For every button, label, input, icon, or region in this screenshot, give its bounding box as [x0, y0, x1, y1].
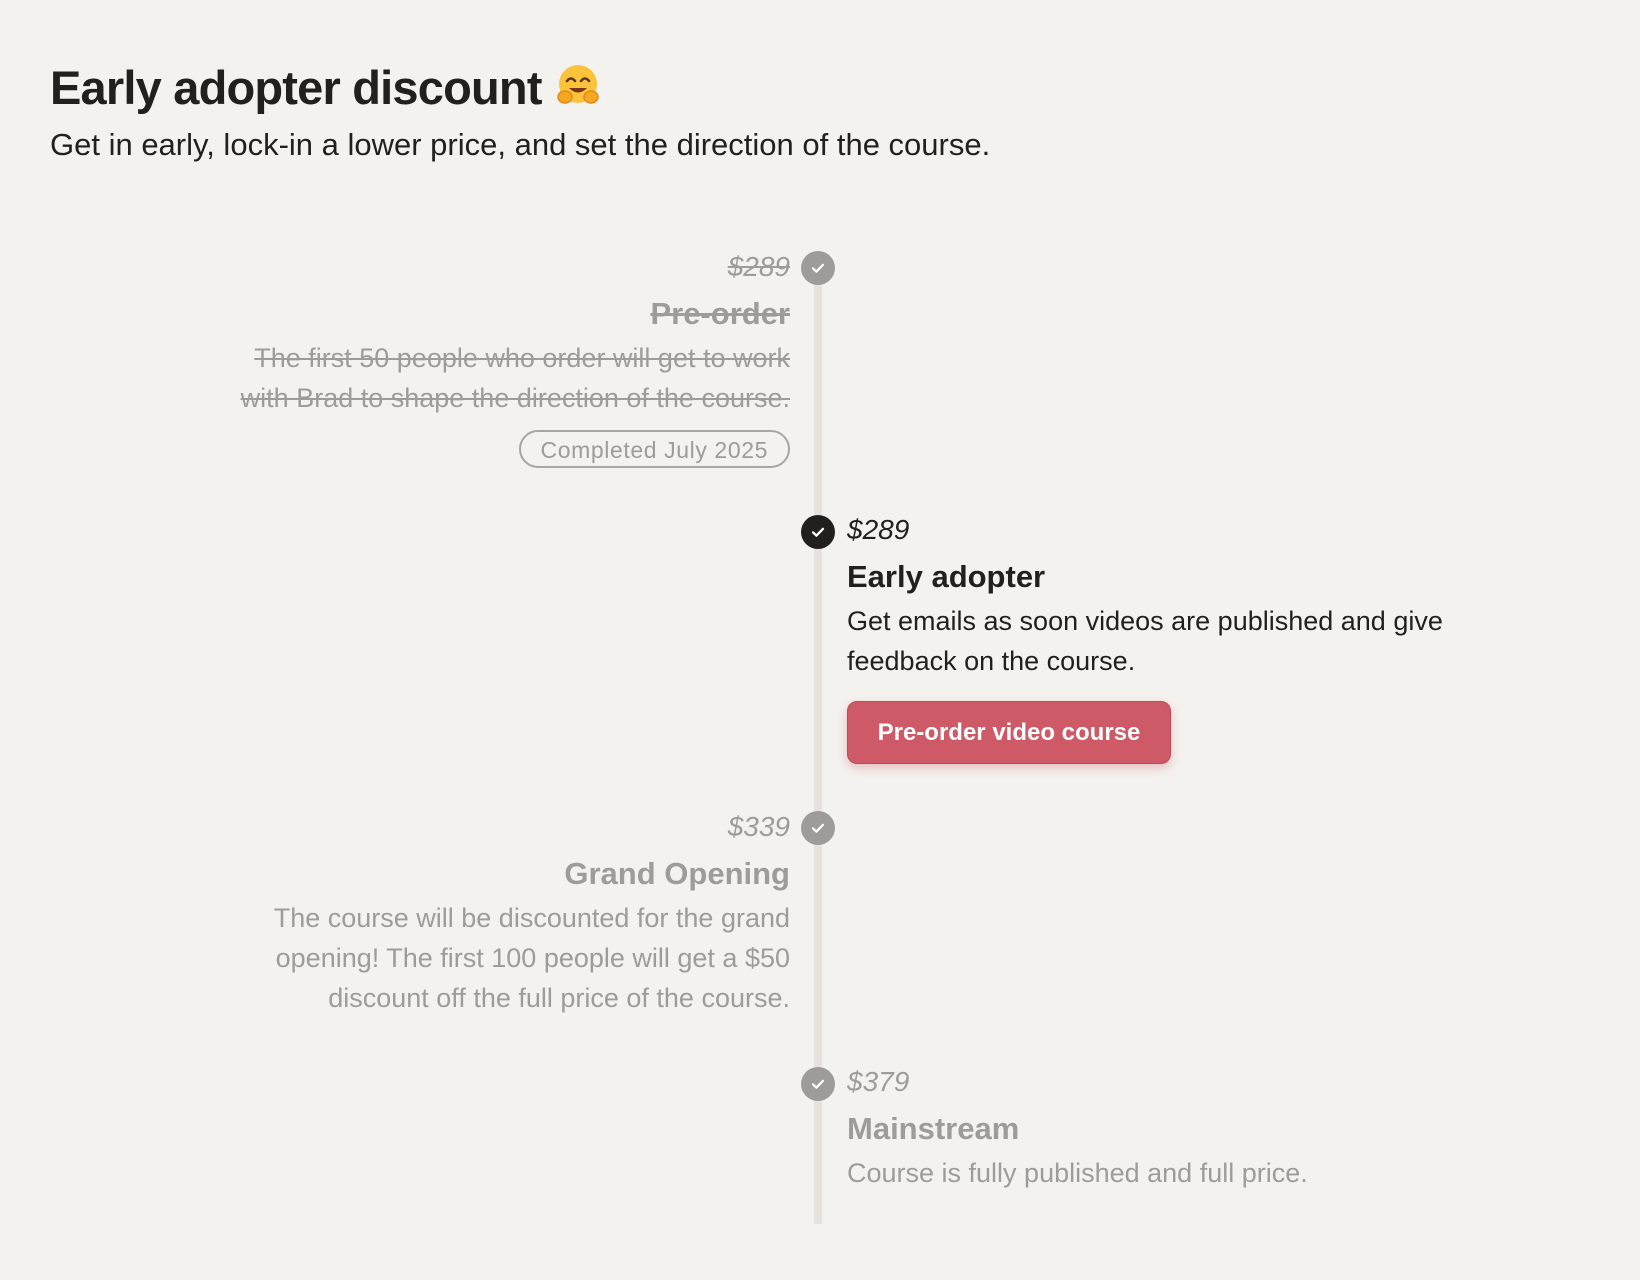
page-title: Early adopter discount: [50, 56, 602, 126]
step-description: Course is fully published and full price…: [847, 1158, 1308, 1188]
page-title-text: Early adopter discount: [50, 61, 542, 114]
step-name: Mainstream: [847, 1111, 1020, 1146]
pre-order-video-course-button[interactable]: Pre-order video course: [847, 701, 1171, 764]
step-description: The course will be discounted for the gr…: [273, 903, 790, 1013]
step-price: $339: [727, 811, 790, 842]
step-name: Pre-order: [650, 296, 790, 331]
check-circle-icon: [801, 515, 835, 549]
step-name: Early adopter: [847, 559, 1046, 594]
check-circle-icon: [801, 1067, 835, 1101]
timeline-step-grand-opening: $339 Grand Opening The course will be di…: [30, 810, 790, 1018]
step-name: Grand Opening: [564, 856, 790, 891]
timeline-step-pre-order: $289 Pre-order The first 50 people who o…: [30, 250, 790, 468]
check-circle-icon: [801, 811, 835, 845]
hugging-face-emoji-icon: [554, 62, 602, 126]
step-price: $289: [727, 251, 790, 282]
timeline-step-mainstream: $379 Mainstream Course is fully publishe…: [847, 1065, 1547, 1193]
step-description: Get emails as soon videos are published …: [847, 606, 1443, 676]
timeline-step-early-adopter: $289 Early adopter Get emails as soon vi…: [847, 513, 1487, 764]
check-circle-icon: [801, 251, 835, 285]
timeline-rail: [814, 270, 822, 1224]
completed-badge: Completed July 2025: [518, 430, 790, 468]
step-price: $379: [847, 1066, 910, 1097]
step-price: $289: [847, 514, 910, 545]
step-description: The first 50 people who order will get t…: [240, 343, 790, 413]
page-subtitle: Get in early, lock-in a lower price, and…: [50, 127, 991, 162]
